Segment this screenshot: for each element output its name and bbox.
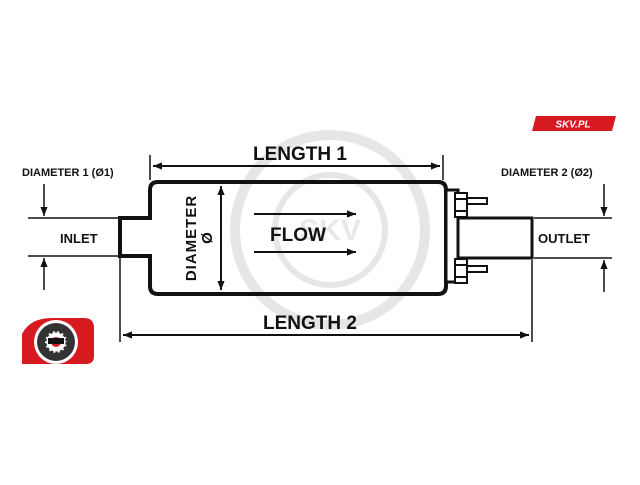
- diameter2-dimension: DIAMETER 2 (Ø2) OUTLET: [501, 167, 612, 292]
- diameter1-label: DIAMETER 1 (Ø1): [22, 167, 114, 179]
- length1-label: LENGTH 1: [253, 144, 347, 165]
- flow-label: FLOW: [270, 225, 326, 246]
- brand-tag: SKV.PL: [532, 116, 616, 131]
- skv-logo-icon: [22, 318, 94, 364]
- outlet-label: OUTLET: [538, 231, 590, 246]
- brand-tag-text: SKV.PL: [555, 120, 590, 131]
- length1-dimension: LENGTH 1: [149, 144, 444, 180]
- length2-dimension: LENGTH 2: [119, 258, 533, 342]
- inlet-label: INLET: [60, 231, 98, 246]
- diameter-label: DIAMETER: [183, 195, 200, 281]
- length2-label: LENGTH 2: [263, 313, 357, 334]
- diameter-dimension: DIAMETER Ø: [183, 186, 225, 290]
- pump-body: [118, 180, 534, 296]
- terminal-bottom: [454, 258, 488, 284]
- diameter1-dimension: DIAMETER 1 (Ø1) INLET: [22, 167, 118, 290]
- watermark-text: SKV: [299, 214, 361, 247]
- flow-indicator: FLOW: [254, 210, 356, 256]
- watermark: SKV: [230, 130, 430, 330]
- diameter2-label: DIAMETER 2 (Ø2): [501, 167, 593, 179]
- diameter-symbol: Ø: [199, 232, 216, 244]
- terminal-top: [454, 192, 488, 218]
